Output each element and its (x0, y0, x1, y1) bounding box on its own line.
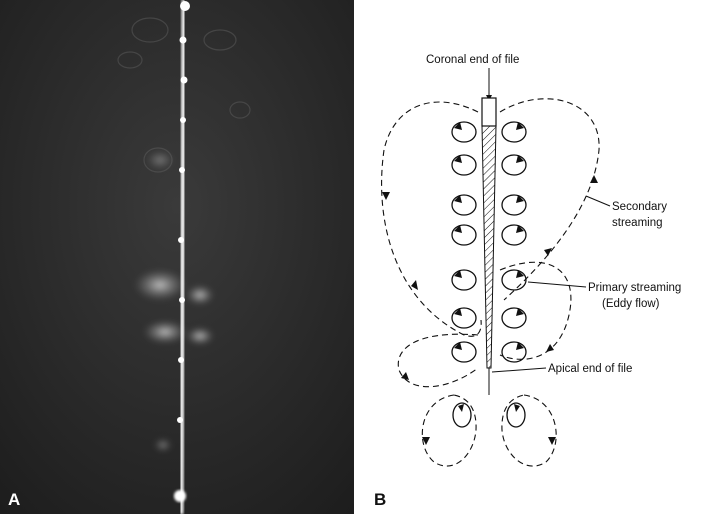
pointer-secondary (586, 196, 610, 206)
label-apical-end: Apical end of file (548, 363, 632, 375)
pointer-primary (528, 282, 586, 287)
label-primary-line2: (Eddy flow) (602, 298, 660, 310)
pointer-apical (492, 368, 546, 372)
label-secondary-line2: streaming (612, 217, 663, 229)
panel-letter-a: A (8, 490, 20, 509)
label-primary-line1: Primary streaming (588, 282, 681, 294)
file-handle (482, 98, 496, 126)
diagram-panel-b: Coronal end of file (354, 0, 714, 514)
label-coronal-end: Coronal end of file (426, 54, 519, 66)
photo-panel-a: A (0, 0, 354, 514)
panel-letter-b: B (374, 490, 386, 509)
file-shaft (482, 126, 496, 368)
label-secondary-line1: Secondary (612, 201, 667, 213)
